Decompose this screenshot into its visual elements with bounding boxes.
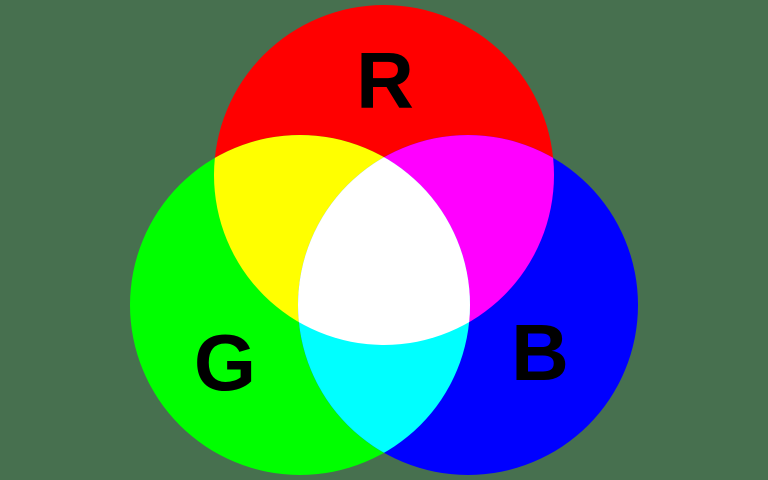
- red-circle-label: R: [356, 36, 414, 125]
- green-circle-label: G: [194, 318, 256, 407]
- center-overlap: [298, 135, 470, 345]
- blue-circle-label: B: [511, 308, 569, 397]
